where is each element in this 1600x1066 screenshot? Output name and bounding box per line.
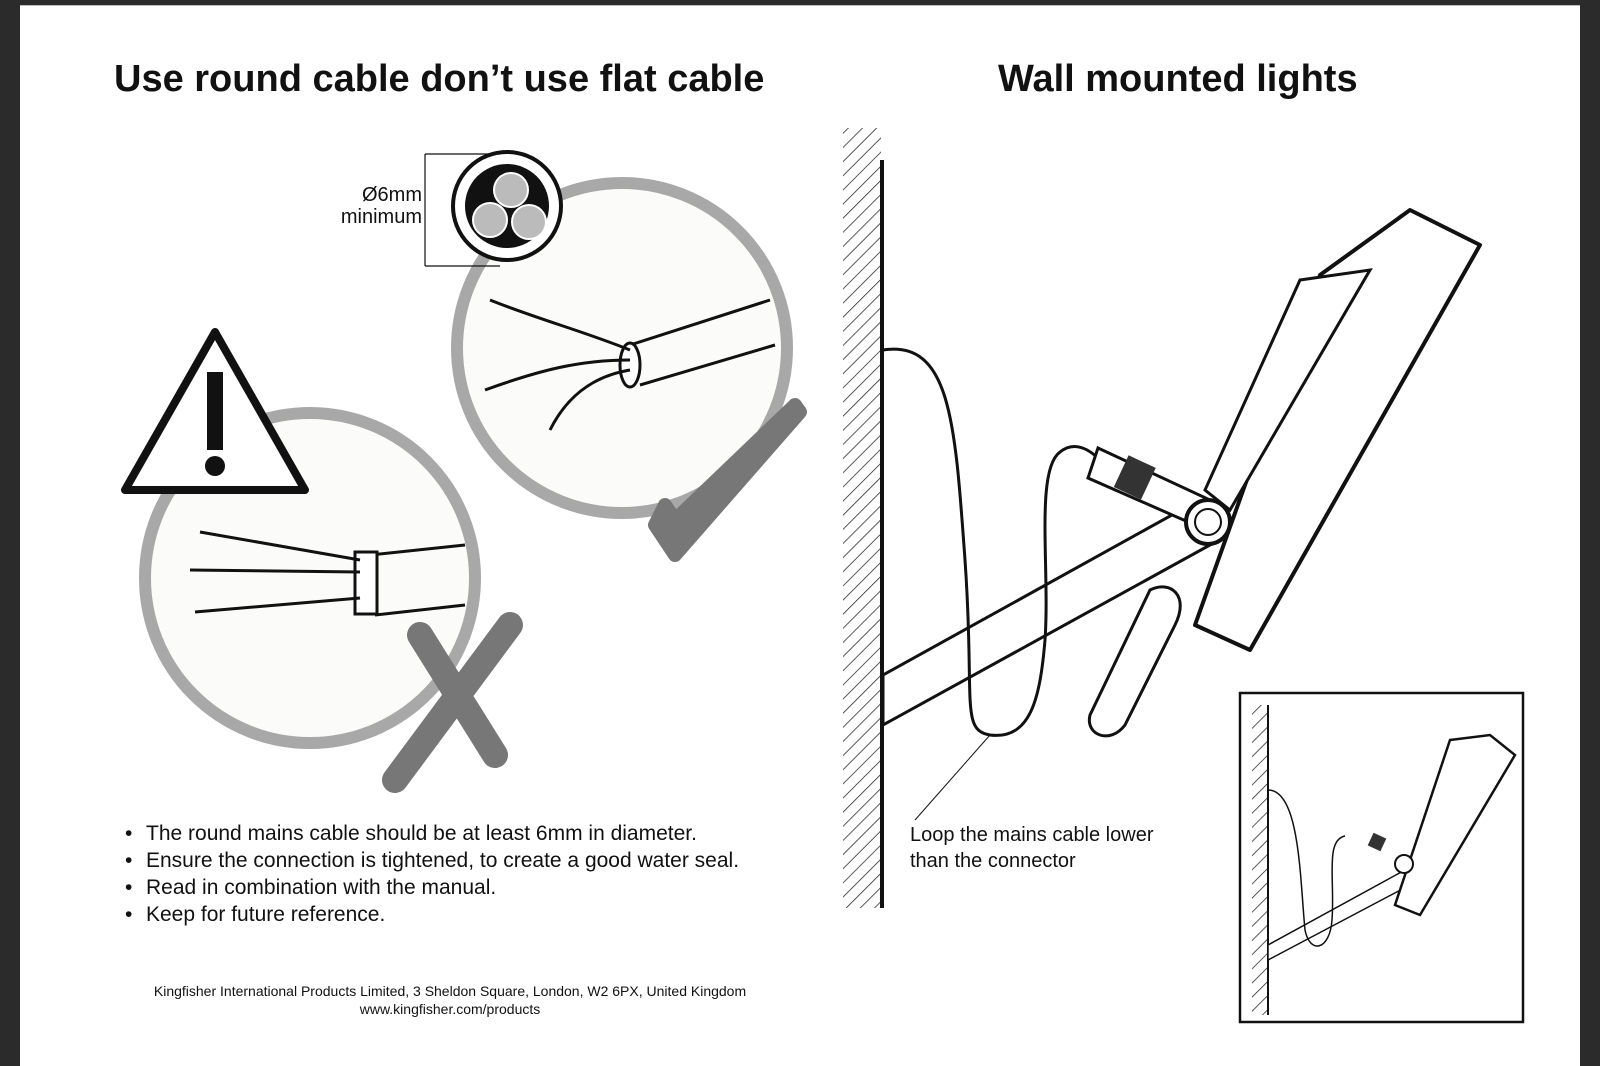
floodlight-illustration: [881, 208, 1482, 821]
flat-cable-illustration: [139, 407, 481, 749]
dimension-note: minimum: [340, 206, 422, 228]
right-section-title: Wall mounted lights: [998, 58, 1358, 100]
cable-cross-section-icon: [424, 150, 563, 267]
inset-diagram: [1238, 691, 1525, 1024]
left-section-title: Use round cable don’t use flat cable: [114, 58, 765, 100]
checkmark-icon: [648, 398, 807, 562]
instruction-list: The round mains cable should be at least…: [125, 820, 739, 928]
cable-diameter-label: Ø6mm minimum: [322, 184, 422, 228]
footer: Kingfisher International Products Limite…: [110, 982, 790, 1018]
loop-caption: Loop the mains cable lower than the conn…: [910, 822, 1153, 874]
footer-address: Kingfisher International Products Limite…: [153, 983, 747, 999]
list-item: Ensure the connection is tightened, to c…: [125, 847, 739, 874]
dimension-value: Ø6mm: [362, 184, 422, 206]
list-item: Keep for future reference.: [125, 901, 739, 928]
footer-url: www.kingfisher.com/products: [359, 1001, 541, 1017]
round-cable-illustration: [451, 177, 793, 519]
list-item: Read in combination with the manual.: [125, 874, 739, 901]
list-item: The round mains cable should be at least…: [125, 820, 739, 847]
wall-illustration: [843, 128, 884, 908]
caption-line: Loop the mains cable lower: [910, 824, 1154, 846]
cross-icon: [382, 612, 523, 793]
warning-icon: [121, 328, 309, 494]
caption-line: than the connector: [910, 850, 1076, 872]
